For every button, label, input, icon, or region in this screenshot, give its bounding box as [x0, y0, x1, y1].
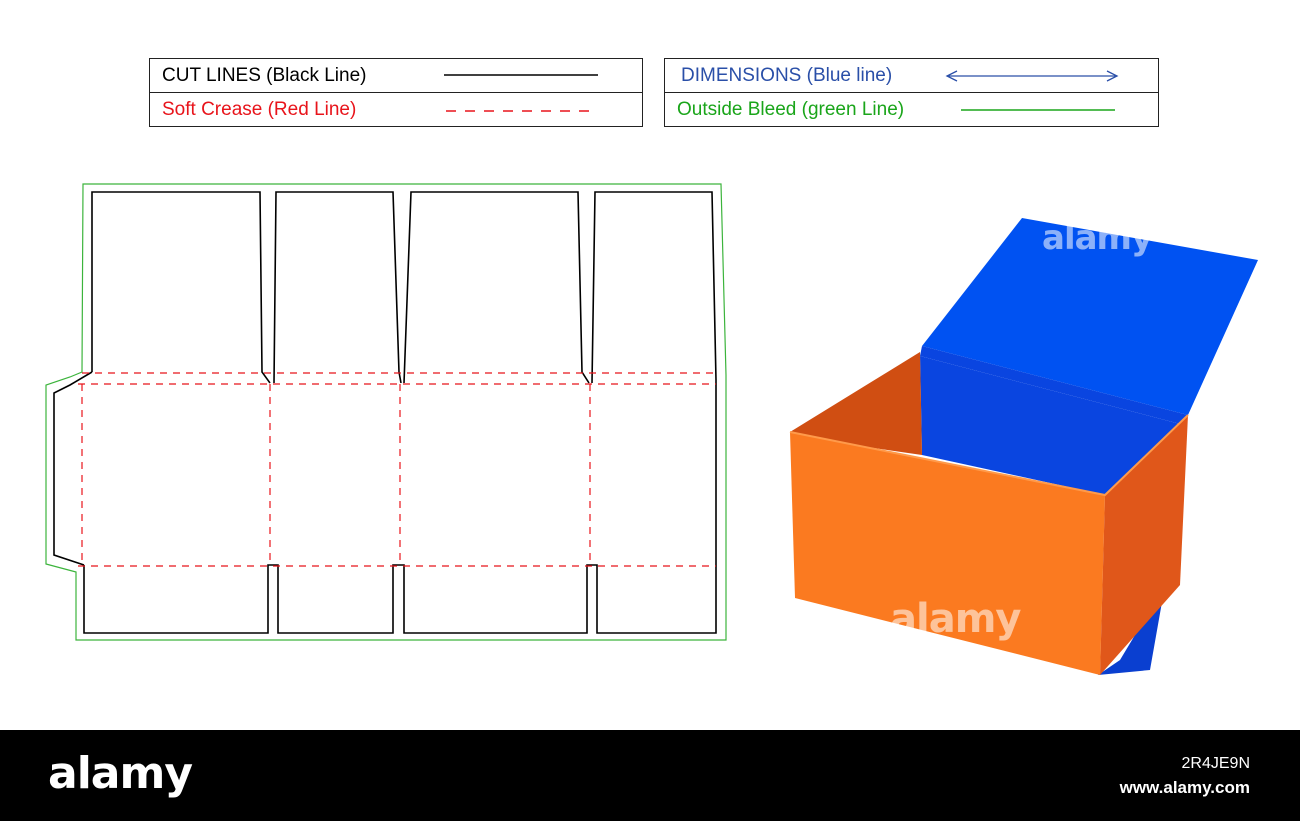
legend-row-cut-lines: CUT LINES (Black Line): [150, 59, 642, 92]
legend-row-outside-bleed: Outside Bleed (green Line): [665, 92, 1158, 125]
legend-row-soft-crease: Soft Crease (Red Line): [150, 92, 642, 125]
box-lid-top: [922, 218, 1258, 415]
cut-line-sample: [444, 74, 598, 76]
legend-table-left: CUT LINES (Black Line) Soft Crease (Red …: [149, 58, 643, 127]
legend-label-outside-bleed: Outside Bleed (green Line): [677, 99, 905, 120]
cut-top-flap-3: [403, 191, 590, 384]
cut-top-flap-2: [273, 191, 402, 384]
footer-bar: alamy 2R4JE9N www.alamy.com: [0, 730, 1300, 821]
dimension-arrow-sample: [945, 70, 1119, 82]
legend-label-soft-crease: Soft Crease (Red Line): [162, 99, 357, 120]
box-lid-underside: [1098, 585, 1165, 675]
cut-glue-flap: [53, 371, 93, 566]
crease-line-sample: [446, 110, 598, 112]
footer-image-id: 2R4JE9N: [1181, 755, 1250, 772]
cut-bottom-flaps: [83, 563, 717, 634]
box-lid-hinge: [920, 346, 1188, 425]
bleed-line-sample: [961, 109, 1115, 111]
box-left-inner-wall: [790, 352, 922, 455]
box-front-rim: [789, 414, 1189, 497]
box-3d: [789, 218, 1258, 675]
box-back-inner-wall: [920, 356, 1184, 495]
watermark-top: alamy: [1042, 218, 1153, 258]
legend-label-dimensions: DIMENSIONS (Blue line): [681, 65, 893, 86]
legend-row-dimensions: DIMENSIONS (Blue line): [665, 59, 1158, 92]
footer-logo[interactable]: alamy: [48, 748, 193, 799]
cut-top-flap-4: [591, 191, 717, 563]
crease-lines: [78, 372, 716, 567]
legend-table-right: DIMENSIONS (Blue line) Outside Bleed (gr…: [664, 58, 1159, 127]
legend-label-cut-lines: CUT LINES (Black Line): [162, 65, 367, 86]
footer-image-info: 2R4JE9N www.alamy.com: [1120, 752, 1250, 800]
outside-bleed-outline: [45, 183, 727, 641]
watermark-bottom: alamy: [890, 596, 1021, 642]
footer-url[interactable]: www.alamy.com: [1119, 778, 1250, 797]
cut-lines: [53, 191, 717, 634]
box-front-face: [790, 432, 1105, 675]
cut-top-flap-1: [91, 191, 271, 384]
diagram-canvas: [45, 183, 1258, 675]
